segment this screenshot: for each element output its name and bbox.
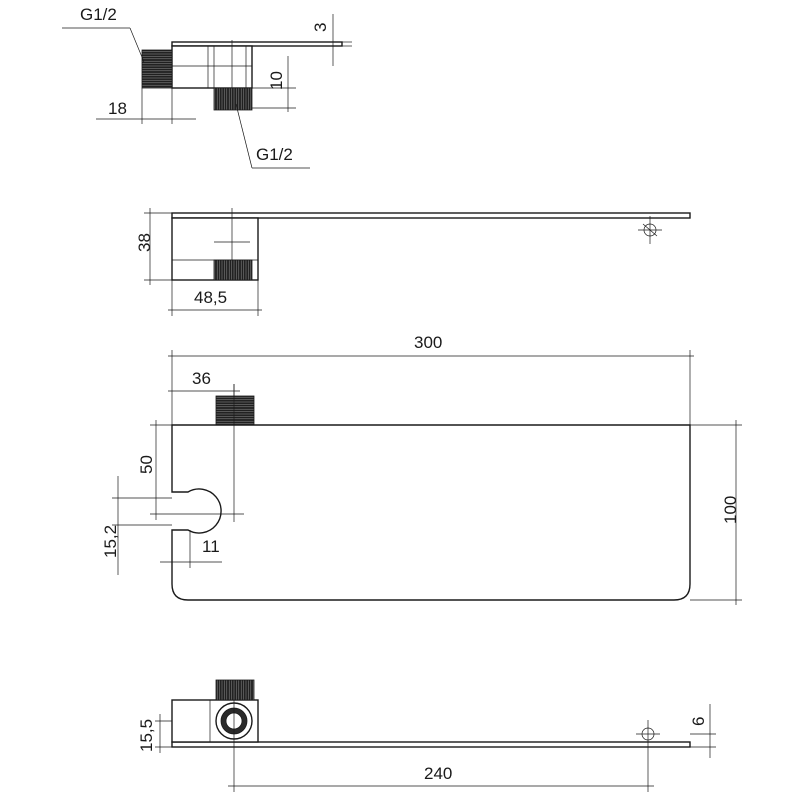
dim-height: 38 (135, 233, 154, 252)
side-view-plate (171, 41, 343, 47)
dim-slot-offset: 15,2 (101, 525, 120, 558)
front-view: 38 48,5 (135, 208, 691, 316)
top-view: 300 36 50 100 15,2 11 (101, 333, 742, 605)
dim-hole-offset: 6 (689, 717, 708, 726)
dim-thread-length: 18 (108, 99, 127, 118)
dim-overall-length: 300 (414, 333, 442, 352)
top-view-outlet-thread (215, 395, 255, 426)
dim-block-width: 48,5 (194, 288, 227, 307)
dim-depth: 100 (721, 496, 740, 524)
bottom-view-thread (215, 679, 255, 701)
side-view-left-thread (141, 49, 173, 89)
dim-hole-spacing: 240 (424, 764, 452, 783)
dim-outlet-offset: 10 (267, 71, 286, 90)
dim-outlet-depth: 50 (137, 455, 156, 474)
label-thread-bottom: G1/2 (256, 145, 293, 164)
side-view-block (171, 45, 253, 89)
dim-slot-width: 11 (202, 537, 220, 556)
dim-outlet-height: 15,5 (137, 719, 156, 752)
side-view-bottom-thread (213, 87, 253, 111)
dim-outlet-position: 36 (192, 369, 211, 388)
side-view: 3 10 18 G1/2 G1/2 (62, 5, 352, 169)
label-thread-top: G1/2 (80, 5, 117, 24)
front-view-thread (213, 259, 253, 281)
bottom-view: 15,5 6 240 (137, 679, 716, 792)
bottom-view-plate (171, 741, 691, 748)
dim-plate-thickness: 3 (311, 23, 330, 32)
top-view-plate (171, 424, 691, 601)
front-view-plate (171, 212, 691, 219)
